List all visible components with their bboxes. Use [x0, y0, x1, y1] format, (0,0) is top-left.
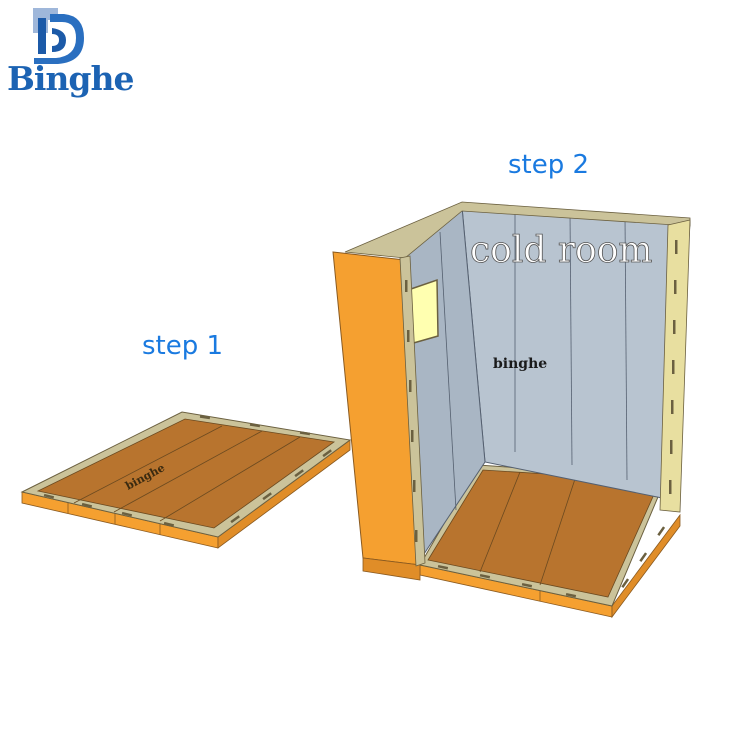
- step-1-label: step 1: [142, 331, 224, 361]
- cold-room-wall-text: cold room: [470, 230, 653, 271]
- step-2-room-assembly: cold room binghe: [332, 201, 691, 619]
- logo-mark-icon: [33, 8, 84, 64]
- binghe-logo: Binghe: [0, 0, 134, 110]
- step-2-wall-binghe-text: binghe: [493, 356, 547, 372]
- step-1-floor-assembly: binghe: [20, 411, 352, 549]
- step-2-label: step 2: [508, 150, 590, 180]
- logo-text: Binghe: [7, 59, 134, 98]
